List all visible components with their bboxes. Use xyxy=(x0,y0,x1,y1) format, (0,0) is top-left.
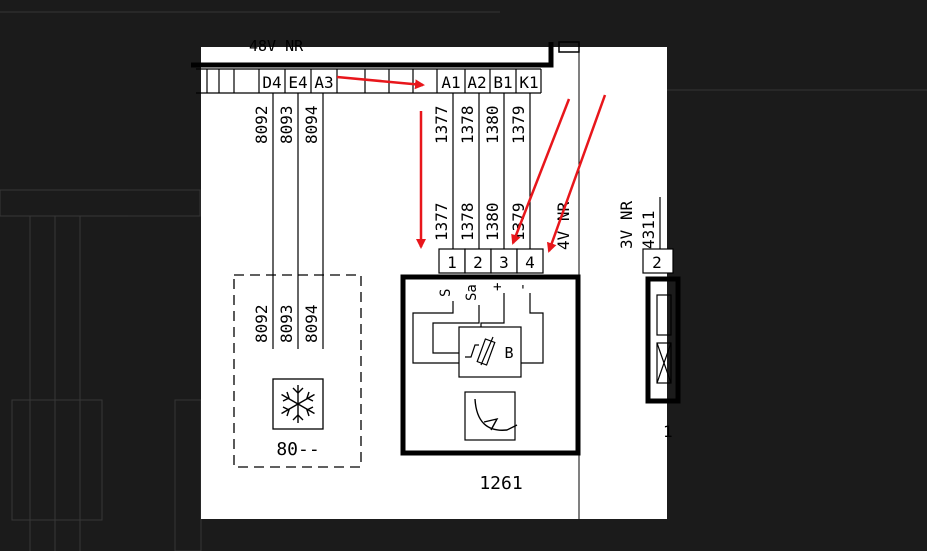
connector-pin: D4 xyxy=(262,73,281,92)
pin-label: S xyxy=(438,289,454,297)
right-pin-label: 2 xyxy=(652,253,662,272)
wiring-diagram-image: 48V NR xyxy=(191,37,681,519)
wire-label: 8094 xyxy=(302,105,321,144)
component-pin-numbers: 1 2 3 4 xyxy=(447,253,535,272)
connector-pin: A3 xyxy=(314,73,333,92)
right-component-partial-label: 1 xyxy=(663,422,673,441)
pin-label: - xyxy=(515,283,531,291)
connector-strip xyxy=(196,68,542,94)
connector-pins-right: A1 A2 B1 K1 xyxy=(441,73,538,92)
pin-label: Sa xyxy=(464,284,480,301)
fan-box: 8092 8093 8094 xyxy=(233,274,362,468)
connector-pin: K1 xyxy=(519,73,538,92)
right-partial-component: 3V NR 4311 2 1 xyxy=(617,197,681,441)
connector-pin: E4 xyxy=(288,73,307,92)
snowflake-icon xyxy=(272,378,324,430)
left-wires xyxy=(272,93,324,349)
fan-id: 80-- xyxy=(276,439,319,460)
right-connector-label: 3V NR xyxy=(617,200,636,249)
wiring-diagram: 48V NR xyxy=(191,37,681,519)
wire-label: 1377 xyxy=(432,105,451,144)
right-wire-label: 4311 xyxy=(639,210,658,249)
wire-label: 8092 xyxy=(252,105,271,144)
right-wire-labels-top: 1377 1378 1380 1379 xyxy=(432,105,528,144)
annotation-arrows xyxy=(336,75,607,253)
component-1261: S Sa + - B xyxy=(400,274,581,456)
component-id: 1261 xyxy=(479,473,522,494)
fan-wire-label: 8093 xyxy=(277,304,296,343)
connector-pin: A2 xyxy=(467,73,486,92)
arrow-to-pin-3 xyxy=(511,98,571,245)
wire-label: 1377 xyxy=(432,202,451,241)
wire-label: 1379 xyxy=(509,202,528,241)
fan-wire-label: 8094 xyxy=(302,304,321,343)
connector-pin: B1 xyxy=(493,73,512,92)
component-pin-labels: S Sa + - xyxy=(438,283,531,301)
connector-pins-left: D4 E4 A3 xyxy=(262,73,333,92)
left-wire-labels: 8092 8093 8094 xyxy=(252,105,321,144)
component-pin: 2 xyxy=(473,253,483,272)
connector-4v-label: 4V NR xyxy=(554,201,573,250)
gauge-icon xyxy=(464,391,518,441)
right-wires xyxy=(452,93,531,249)
wire-label: 1378 xyxy=(458,105,477,144)
module-header-label: 48V NR xyxy=(249,37,304,55)
wire-label: 1380 xyxy=(483,202,502,241)
connector-pin: A1 xyxy=(441,73,460,92)
pin-label: + xyxy=(490,283,506,291)
arrow-a3-to-a1 xyxy=(336,75,425,90)
wire-label: 8093 xyxy=(277,105,296,144)
component-pin: 3 xyxy=(499,253,509,272)
right-wire-labels-bottom: 1377 1378 1380 1379 xyxy=(432,202,528,241)
wire-label: 1380 xyxy=(483,105,502,144)
fan-wire-label: 8092 xyxy=(252,304,271,343)
wire-label: 1379 xyxy=(509,105,528,144)
component-pin: 4 xyxy=(525,253,535,272)
thermistor-symbol: B xyxy=(458,326,522,378)
component-pin: 1 xyxy=(447,253,457,272)
wire-label: 1378 xyxy=(458,202,477,241)
arrow-to-pin-4 xyxy=(546,94,607,253)
component-pin-header xyxy=(438,248,544,274)
sensor-letter: B xyxy=(504,344,513,362)
